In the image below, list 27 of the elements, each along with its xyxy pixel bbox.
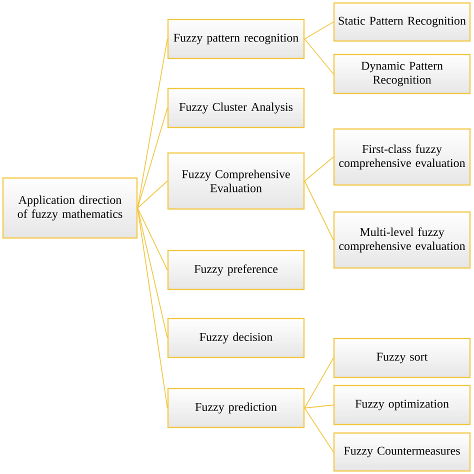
connector-line bbox=[137, 108, 168, 208]
box: First-class fuzzy comprehensive evaluation bbox=[333, 128, 471, 186]
connector-line bbox=[137, 180, 168, 208]
box: Fuzzy prediction bbox=[167, 388, 305, 428]
box: Fuzzy optimization bbox=[333, 384, 471, 426]
box: Fuzzy pattern recognition bbox=[167, 18, 305, 60]
box: Static Pattern Recognition bbox=[333, 2, 471, 42]
box: Fuzzy Cluster Analysis bbox=[167, 88, 305, 128]
connector-line bbox=[137, 208, 168, 338]
connector-line bbox=[304, 408, 334, 452]
connector-line bbox=[137, 208, 168, 270]
box: Fuzzy Countermeasures bbox=[333, 432, 471, 472]
box: Dynamic Pattern Recognition bbox=[333, 54, 471, 94]
box: Fuzzy preference bbox=[167, 250, 305, 290]
connector-line bbox=[304, 404, 334, 408]
box: Multi-level fuzzy comprehensive evaluation bbox=[333, 211, 471, 269]
box: Fuzzy Comprehensive Evaluation bbox=[167, 152, 305, 210]
connector-line bbox=[304, 180, 334, 240]
connector-line bbox=[304, 358, 334, 408]
connector-line bbox=[137, 38, 168, 208]
box: Fuzzy sort bbox=[333, 338, 471, 378]
connector-line bbox=[137, 208, 168, 408]
connector-line bbox=[304, 156, 334, 182]
connector-line bbox=[304, 38, 334, 74]
box: Application direction of fuzzy mathematics bbox=[2, 177, 138, 239]
box: Fuzzy decision bbox=[167, 318, 305, 358]
connector-line bbox=[304, 22, 334, 40]
